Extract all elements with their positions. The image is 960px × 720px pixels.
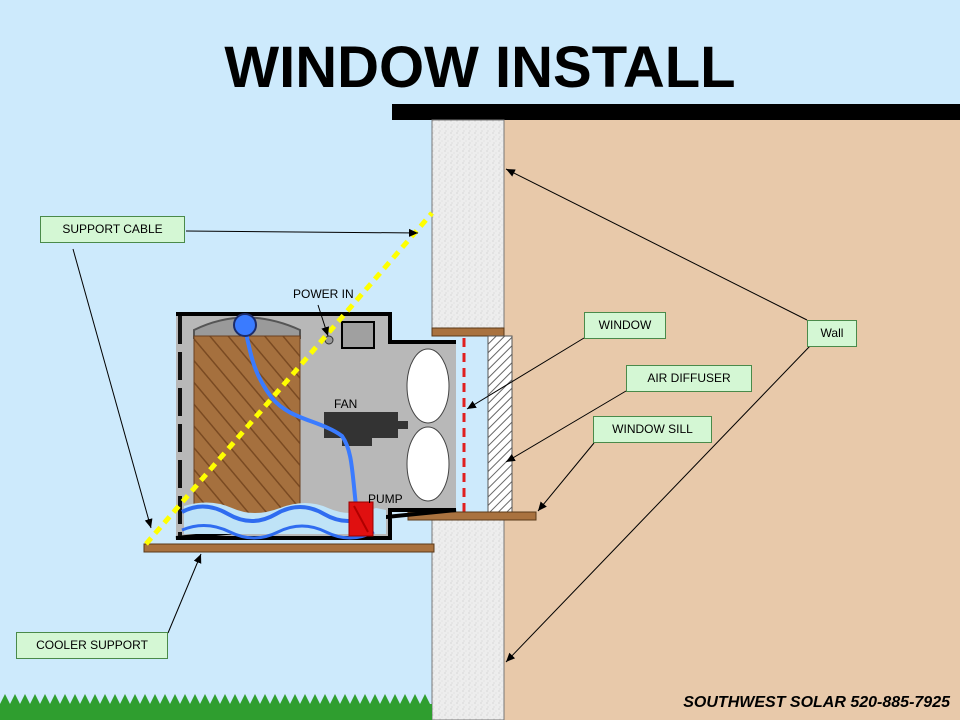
leader-support-cable [185,228,419,237]
page-title: WINDOW INSTALL [224,35,736,100]
water-wave-1 [181,504,374,523]
roof-bar [392,104,960,120]
label-power-in: POWER IN [293,287,354,301]
fan-motor [324,412,398,438]
blower-upper [406,348,450,424]
footer-company: SOUTHWEST SOLAR 520-885-7925 [683,694,950,711]
label-fan: FAN [334,397,358,411]
air-diffuser [487,335,513,513]
interior-wall [504,118,960,720]
leader-support-cable-lower [72,248,153,529]
label-pump: PUMP [368,492,403,506]
support-cable [144,211,434,546]
blower-lower [406,426,450,502]
callout-wall: Wall [807,320,857,347]
callout-support-cable: SUPPORT CABLE [40,216,185,243]
water-wave-2 [181,524,375,540]
grass [0,694,432,720]
pump-stripe [353,505,369,533]
cooler-support-bar [143,543,435,553]
water-distributor-head [233,313,257,337]
leader-window-sill [537,442,595,512]
control-box [341,321,375,349]
leader-wall-lower [505,345,811,663]
leader-cooler-support [167,553,202,634]
callout-cooler-support: COOLER SUPPORT [16,632,168,659]
fan-mount [342,438,372,446]
leader-air-diffuser [505,390,627,463]
fan-shaft [398,421,408,429]
leader-window [466,337,585,410]
leader-wall-upper [505,168,808,321]
cooler-pad [193,335,301,529]
water-reservoir [184,502,386,534]
callout-air-diffuser: AIR DIFFUSER [626,365,752,392]
callout-window-sill: WINDOW SILL [593,416,712,443]
callout-window: WINDOW [584,312,666,339]
window-top-frame [431,327,505,337]
water-supply-line [243,327,358,507]
wall-section-lower [431,517,505,720]
wall-section-upper [431,119,505,331]
leader-power-in [317,304,330,337]
power-in-connector [324,335,334,345]
